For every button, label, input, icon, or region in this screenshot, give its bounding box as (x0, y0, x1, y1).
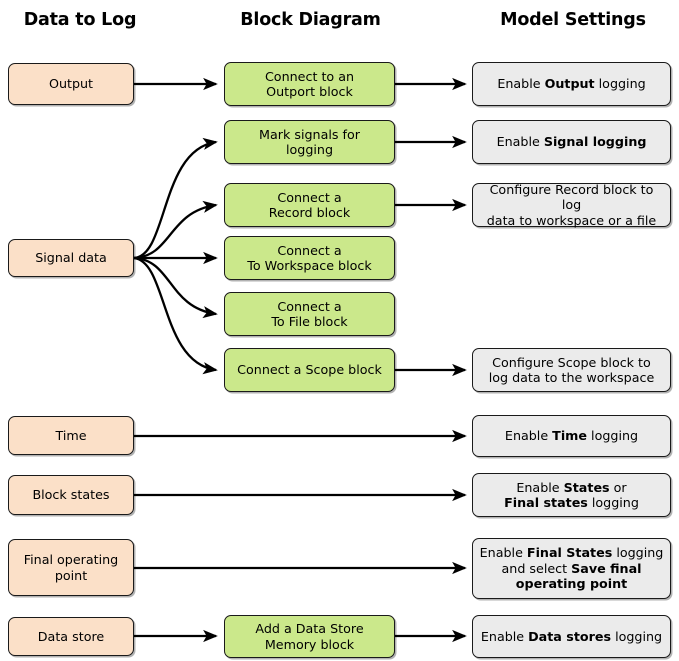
node-enable-final-states-logging[interactable]: Enable Final States logging and select S… (472, 538, 671, 599)
node-enable-data-stores-logging-label: Enable Data stores logging (480, 628, 663, 644)
node-enable-output-logging[interactable]: Enable Output logging (472, 62, 671, 106)
node-configure-scope-block-label: Configure Scope block to log data to the… (488, 354, 655, 386)
node-final-operating-point-source-label: Final operating point (23, 552, 119, 583)
node-add-data-store-memory-block-label: Add a Data Store Memory block (255, 621, 364, 652)
node-connect-scope-block-label: Connect a Scope block (237, 362, 382, 378)
node-enable-time-logging-label: Enable Time logging (504, 428, 639, 444)
node-enable-final-states-logging-label: Enable Final States logging and select S… (479, 545, 664, 592)
arrow-signal-to-scope (133, 256, 218, 375)
node-block-states-source[interactable]: Block states (8, 475, 134, 515)
node-time-source[interactable]: Time (8, 416, 134, 455)
arrow-signal-to-to-file (133, 256, 218, 319)
node-connect-to-workspace-block[interactable]: Connect a To Workspace block (224, 236, 395, 280)
column-header-data-to-log: Data to Log (23, 10, 137, 30)
node-connect-scope-block[interactable]: Connect a Scope block (224, 348, 395, 392)
node-configure-record-block[interactable]: Configure Record block to log data to wo… (472, 181, 671, 228)
arrow-signal-to-mark-signals (133, 137, 218, 260)
node-enable-states-logging-label: Enable States or Final states logging (504, 479, 639, 511)
node-data-store-source-label: Data store (37, 628, 105, 644)
arrow-signal-to-record (133, 200, 218, 260)
node-configure-record-block-label: Configure Record block to log data to wo… (486, 181, 657, 228)
node-output-source[interactable]: Output (8, 63, 134, 105)
node-final-operating-point-source[interactable]: Final operating point (8, 539, 134, 596)
node-connect-record-block-label: Connect a Record block (268, 189, 351, 221)
node-block-states-source-label: Block states (32, 487, 110, 503)
node-enable-time-logging[interactable]: Enable Time logging (472, 415, 671, 457)
column-header-block-diagram: Block Diagram (240, 10, 381, 30)
node-output-source-label: Output (48, 76, 94, 92)
node-enable-states-logging[interactable]: Enable States or Final states logging (472, 473, 671, 517)
node-enable-signal-logging[interactable]: Enable Signal logging (472, 120, 671, 164)
node-enable-output-logging-label: Enable Output logging (497, 76, 646, 92)
node-signal-data-source-label: Signal data (35, 250, 107, 266)
node-connect-outport-block[interactable]: Connect to an Outport block (224, 62, 395, 106)
node-mark-signals-for-logging-label: Mark signals for logging (259, 126, 360, 158)
column-header-model-settings: Model Settings (500, 10, 646, 30)
node-data-store-source[interactable]: Data store (8, 617, 134, 656)
node-connect-outport-block-label: Connect to an Outport block (264, 68, 355, 100)
node-time-source-label: Time (55, 427, 87, 443)
node-configure-scope-block[interactable]: Configure Scope block to log data to the… (472, 348, 671, 392)
node-mark-signals-for-logging[interactable]: Mark signals for logging (224, 120, 395, 164)
node-connect-to-file-block[interactable]: Connect a To File block (224, 292, 395, 336)
node-add-data-store-memory-block[interactable]: Add a Data Store Memory block (224, 615, 395, 658)
node-connect-to-file-block-label: Connect a To File block (271, 298, 348, 330)
node-enable-signal-logging-label: Enable Signal logging (496, 134, 647, 150)
node-enable-data-stores-logging[interactable]: Enable Data stores logging (472, 615, 671, 658)
node-signal-data-source[interactable]: Signal data (8, 239, 134, 277)
node-connect-record-block[interactable]: Connect a Record block (224, 183, 395, 227)
node-connect-to-workspace-block-label: Connect a To Workspace block (247, 242, 372, 274)
